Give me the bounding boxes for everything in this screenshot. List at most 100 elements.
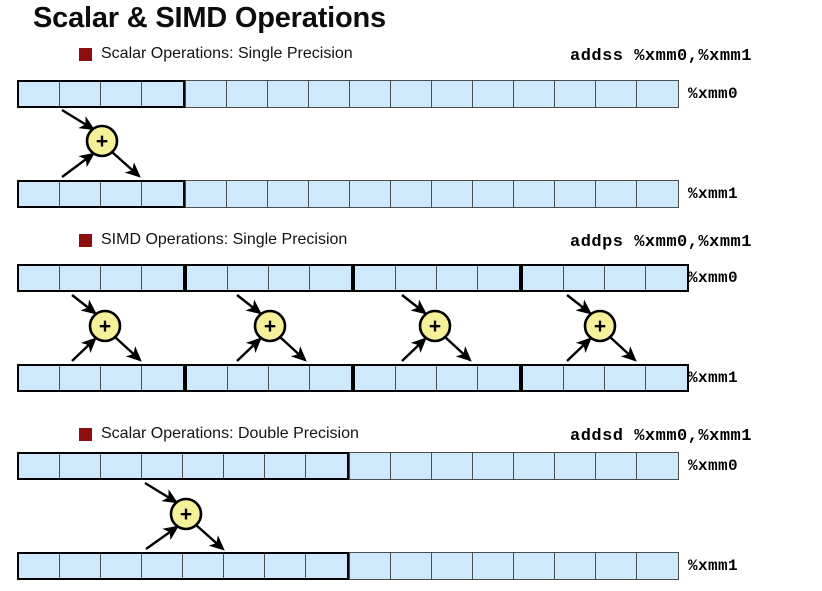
register-cell	[227, 81, 268, 107]
instruction-addsd: addsd %xmm0,%xmm1	[570, 427, 752, 446]
register-cell	[432, 553, 473, 579]
register-row-xmm1-simd-single	[17, 364, 689, 392]
register-cell	[101, 182, 142, 206]
register-cell	[473, 81, 514, 107]
section-header-simd-single: SIMD Operations: Single Precision	[79, 231, 347, 249]
adder-circle-icon	[418, 309, 452, 343]
register-cell	[101, 454, 142, 478]
register-cell	[478, 366, 519, 390]
register-cell	[646, 366, 687, 390]
register-row-xmm0-scalar-double	[17, 452, 679, 480]
register-cell	[19, 454, 60, 478]
register-cell	[473, 181, 514, 207]
register-cell	[228, 366, 269, 390]
register-cell	[646, 266, 687, 290]
register-cell	[637, 81, 678, 107]
register-cell	[101, 266, 142, 290]
register-group-active	[353, 364, 521, 392]
instruction-addss: addss %xmm0,%xmm1	[570, 47, 752, 66]
bullet-square-icon	[79, 233, 92, 247]
register-cell	[306, 554, 347, 578]
adder-plus-symbol: +	[96, 130, 108, 153]
register-cell	[265, 454, 306, 478]
register-cell	[268, 81, 309, 107]
register-cell	[60, 554, 101, 578]
register-label-xmm0: %xmm0	[688, 269, 739, 287]
register-cell	[596, 453, 637, 479]
register-cell	[186, 181, 227, 207]
register-cell	[310, 266, 351, 290]
register-cell	[183, 554, 224, 578]
section-label: SIMD Operations: Single Precision	[101, 231, 348, 248]
adder-node-group: +	[401, 294, 472, 362]
register-cell	[350, 553, 391, 579]
register-cell	[142, 266, 183, 290]
adder-node-group: +	[61, 108, 141, 178]
register-group-active	[185, 364, 353, 392]
register-cell	[269, 366, 310, 390]
register-cell	[269, 266, 310, 290]
adder-circle-icon	[253, 309, 287, 343]
register-cell	[309, 81, 350, 107]
page-title: Scalar & SIMD Operations	[33, 2, 386, 34]
register-cell	[350, 181, 391, 207]
register-label-xmm1: %xmm1	[688, 185, 739, 203]
register-cell	[101, 554, 142, 578]
adder-circle-icon	[88, 309, 122, 343]
adder-node-group: +	[71, 294, 142, 362]
register-group-active	[185, 264, 353, 292]
register-cell	[391, 81, 432, 107]
register-cell	[306, 454, 347, 478]
register-cell	[478, 266, 519, 290]
register-label-xmm1: %xmm1	[688, 369, 739, 387]
adder-node-group: +	[236, 294, 307, 362]
register-group-inactive	[349, 452, 679, 480]
register-cell	[564, 366, 605, 390]
register-cell	[186, 81, 227, 107]
register-cell	[523, 266, 564, 290]
register-row-xmm0-simd-single	[17, 264, 689, 292]
register-cell	[60, 266, 101, 290]
register-cell	[268, 181, 309, 207]
register-cell	[596, 81, 637, 107]
adder-plus-symbol: +	[264, 315, 276, 338]
register-cell	[391, 181, 432, 207]
register-cell	[473, 553, 514, 579]
register-cell	[101, 82, 142, 106]
register-cell	[637, 181, 678, 207]
register-cell	[142, 182, 183, 206]
register-row-xmm0-scalar-single	[17, 80, 679, 108]
register-cell	[432, 81, 473, 107]
register-cell	[60, 182, 101, 206]
register-group-active	[521, 264, 689, 292]
register-cell	[224, 554, 265, 578]
register-cell	[596, 553, 637, 579]
section-label: Scalar Operations: Double Precision	[101, 425, 359, 442]
register-group-inactive	[185, 80, 679, 108]
register-cell	[396, 266, 437, 290]
register-cell	[391, 553, 432, 579]
register-cell	[224, 454, 265, 478]
register-cell	[19, 266, 60, 290]
register-cell	[432, 453, 473, 479]
adder-plus-symbol: +	[180, 503, 192, 526]
register-group-inactive	[185, 180, 679, 208]
adder-circle-icon	[583, 309, 617, 343]
register-label-xmm1: %xmm1	[688, 557, 739, 575]
register-cell	[605, 366, 646, 390]
register-group-inactive	[349, 552, 679, 580]
register-cell	[187, 266, 228, 290]
bullet-square-icon	[79, 427, 92, 441]
adder-node-group: +	[144, 481, 225, 551]
register-cell	[555, 81, 596, 107]
register-cell	[432, 181, 473, 207]
register-row-xmm1-scalar-single	[17, 180, 679, 208]
register-cell	[19, 182, 60, 206]
register-group-active	[17, 80, 185, 108]
adder-node-group: +	[566, 294, 637, 362]
register-cell	[555, 181, 596, 207]
register-cell	[396, 366, 437, 390]
register-cell	[355, 266, 396, 290]
register-cell	[514, 453, 555, 479]
